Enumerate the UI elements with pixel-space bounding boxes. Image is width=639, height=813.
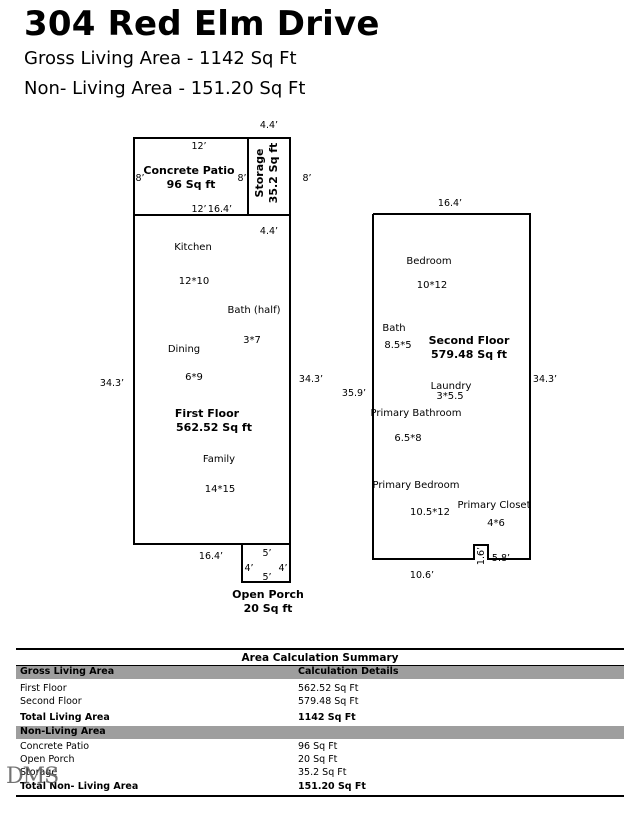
room-half-bath-name: Bath (half) [228, 305, 281, 316]
room-family-name: Family [203, 454, 235, 465]
row-value: 579.48 Sq Ft [298, 696, 359, 707]
dim-below-storage: 4.4’ [260, 226, 278, 237]
first-floor-name: First Floor [175, 407, 240, 420]
room-bedroom-size: 10*12 [417, 280, 447, 291]
summary-title: Area Calculation Summary [241, 652, 399, 664]
room-primary-bath-name: Primary Bathroom [371, 408, 462, 419]
mls-watermark-logo: DMS [6, 764, 59, 789]
room-primary-bedroom-name: Primary Bedroom [372, 480, 459, 491]
dim-patio-right: 8’ [237, 173, 246, 184]
room-primary-closet-name: Primary Closet [458, 500, 531, 511]
gla-total-row: Total Living Area 1142 Sq Ft [16, 712, 624, 725]
dim-storage-top: 4.4’ [260, 120, 278, 131]
first-floor-outline [133, 137, 291, 545]
open-porch-outline [241, 544, 291, 583]
dim-second-right: 34.3’ [533, 374, 557, 385]
dim-second-bottom: 10.6’ [410, 570, 434, 581]
dim-patio-left: 8’ [135, 173, 144, 184]
dim-second-top: 16.4’ [438, 198, 462, 209]
row-label: Total Living Area [20, 712, 110, 723]
gla-header: Gross Living Area [20, 666, 115, 677]
calc-header: Calculation Details [298, 666, 399, 677]
dim-first-bottom: 16.4’ [199, 551, 223, 562]
row-value: 96 Sq Ft [298, 741, 338, 752]
room-kitchen-size: 12*10 [179, 276, 209, 287]
room-bath-size: 8.5*5 [384, 340, 411, 351]
nla-total-row: Total Non- Living Area 151.20 Sq Ft [16, 781, 624, 794]
patio-area: 96 Sq ft [167, 178, 216, 191]
room-kitchen-name: Kitchen [174, 242, 212, 253]
dim-patio-bottom: 12’ [191, 204, 206, 215]
dim-porch-top: 5’ [262, 548, 271, 559]
row-label: Open Porch [20, 754, 75, 765]
storage-name: Storage [253, 149, 266, 198]
table-top-rule [16, 648, 624, 650]
nla-header: Non-Living Area [20, 726, 106, 737]
table-row: Storage 35.2 Sq Ft [16, 767, 624, 780]
title-rule [16, 665, 624, 666]
row-value: 35.2 Sq Ft [298, 767, 347, 778]
room-dining-size: 6*9 [185, 372, 203, 383]
dim-notch-vertical: 1.6’ [476, 547, 487, 565]
dim-storage-bottom: 16.4’ [208, 204, 232, 215]
row-label: First Floor [20, 683, 67, 694]
table-row: Second Floor 579.48 Sq Ft [16, 696, 624, 709]
table-bottom-rule [16, 795, 624, 797]
room-primary-closet-size: 4*6 [487, 518, 505, 529]
table-row: Open Porch 20 Sq Ft [16, 754, 624, 767]
room-dining-name: Dining [168, 344, 200, 355]
table-row: Concrete Patio 96 Sq Ft [16, 741, 624, 754]
room-family-size: 14*15 [205, 484, 235, 495]
row-label: Second Floor [20, 696, 82, 707]
floor-plan-diagram: 4.4’ 12’ 8’ 8’ 8’ 12’ 16.4’ 4.4’ 34.3’ 3… [100, 120, 557, 615]
row-label: Concrete Patio [20, 741, 90, 752]
nla-header-row: Non-Living Area [16, 726, 624, 739]
dim-second-left: 35.9’ [342, 388, 366, 399]
dim-first-left: 34.3’ [100, 378, 124, 389]
dim-first-right: 34.3’ [299, 374, 323, 385]
room-laundry-size: 3*5.5 [436, 391, 463, 402]
dim-porch-left: 4’ [244, 563, 253, 574]
table-row: First Floor 562.52 Sq Ft [16, 683, 624, 696]
dim-porch-bottom: 5’ [262, 572, 271, 583]
row-value: 562.52 Sq Ft [298, 683, 359, 694]
dim-patio-top: 12’ [191, 141, 206, 152]
row-label: Total Non- Living Area [20, 781, 139, 792]
room-bath-name: Bath [382, 323, 405, 334]
second-floor-area: 579.48 Sq ft [431, 348, 507, 361]
patio-name: Concrete Patio [143, 164, 235, 177]
gla-header-row: Gross Living Area Calculation Details [16, 666, 624, 679]
dim-notch-horizontal: 5.8’ [492, 553, 510, 564]
row-value: 1142 Sq Ft [298, 712, 356, 723]
gross-living-area-line: Gross Living Area - 1142 Sq Ft [24, 48, 297, 69]
room-primary-bedroom-size: 10.5*12 [410, 507, 450, 518]
room-half-bath-size: 3*7 [243, 335, 261, 346]
porch-name: Open Porch [232, 588, 304, 601]
row-value: 151.20 Sq Ft [298, 781, 366, 792]
room-primary-bath-size: 6.5*8 [394, 433, 421, 444]
row-value: 20 Sq Ft [298, 754, 338, 765]
room-laundry-name: Laundry [431, 381, 472, 392]
room-bedroom-name: Bedroom [406, 256, 451, 267]
first-floor-area: 562.52 Sq ft [176, 421, 252, 434]
porch-area: 20 Sq ft [244, 602, 293, 615]
row-label: Storage [20, 767, 58, 778]
non-living-area-line: Non- Living Area - 151.20 Sq Ft [24, 78, 306, 99]
dim-storage-right: 8’ [302, 173, 311, 184]
storage-area: 35.2 Sq ft [267, 143, 280, 204]
second-floor-outline [372, 213, 531, 560]
second-floor-name: Second Floor [429, 334, 510, 347]
dim-porch-right: 4’ [278, 563, 287, 574]
page-title: 304 Red Elm Drive [24, 4, 380, 44]
